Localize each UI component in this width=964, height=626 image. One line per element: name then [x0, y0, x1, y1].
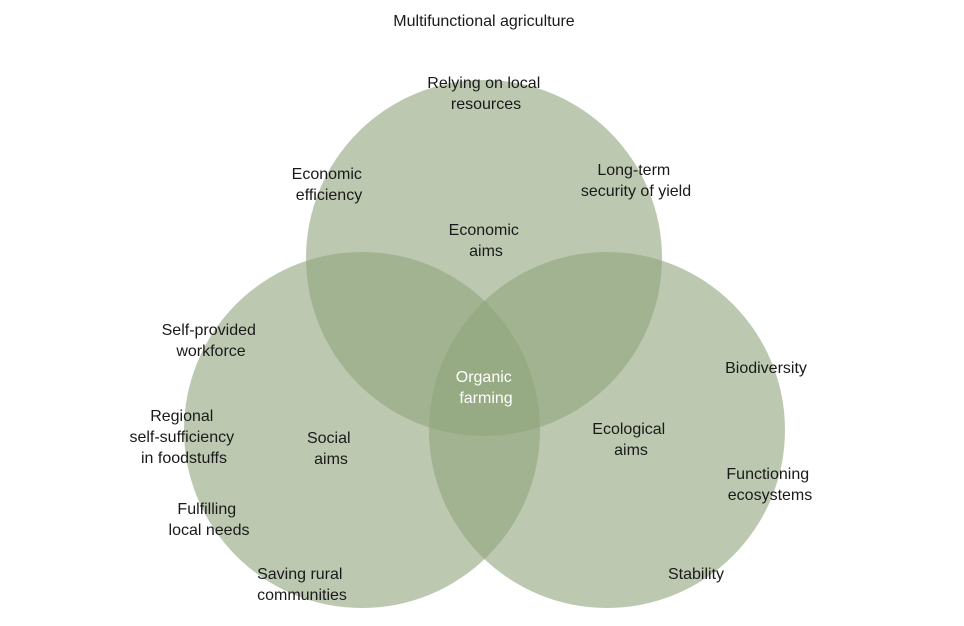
label-saving-rural-communities: Saving rural communities	[257, 566, 347, 604]
label-economic-efficiency: Economic efficiency	[292, 166, 367, 204]
label-relying-on-local-resources: Relying on local resources	[427, 75, 544, 113]
social-aims-circle	[184, 252, 540, 608]
label-long-term-security-of-yield: Long-term security of yield	[581, 162, 691, 200]
label-regional-self-sufficiency: Regional self-sufficiency in foodstuffs	[129, 408, 238, 467]
center-organic-farming: Organic farming	[456, 369, 516, 407]
heading-ecological-aims: Ecological aims	[592, 421, 669, 459]
diagram-title: Multifunctional agriculture	[393, 13, 575, 30]
label-biodiversity: Biodiversity	[725, 360, 807, 377]
label-fulfilling-local-needs: Fulfilling local needs	[169, 501, 250, 539]
label-stability: Stability	[668, 566, 724, 583]
label-functioning-ecosystems: Functioning ecosystems	[726, 466, 813, 504]
heading-economic-aims: Economic aims	[449, 222, 524, 260]
label-self-provided-workforce: Self-provided workforce	[162, 322, 261, 360]
ecological-aims-circle	[429, 252, 785, 608]
venn-circles	[184, 80, 785, 608]
heading-social-aims: Social aims	[307, 430, 355, 468]
